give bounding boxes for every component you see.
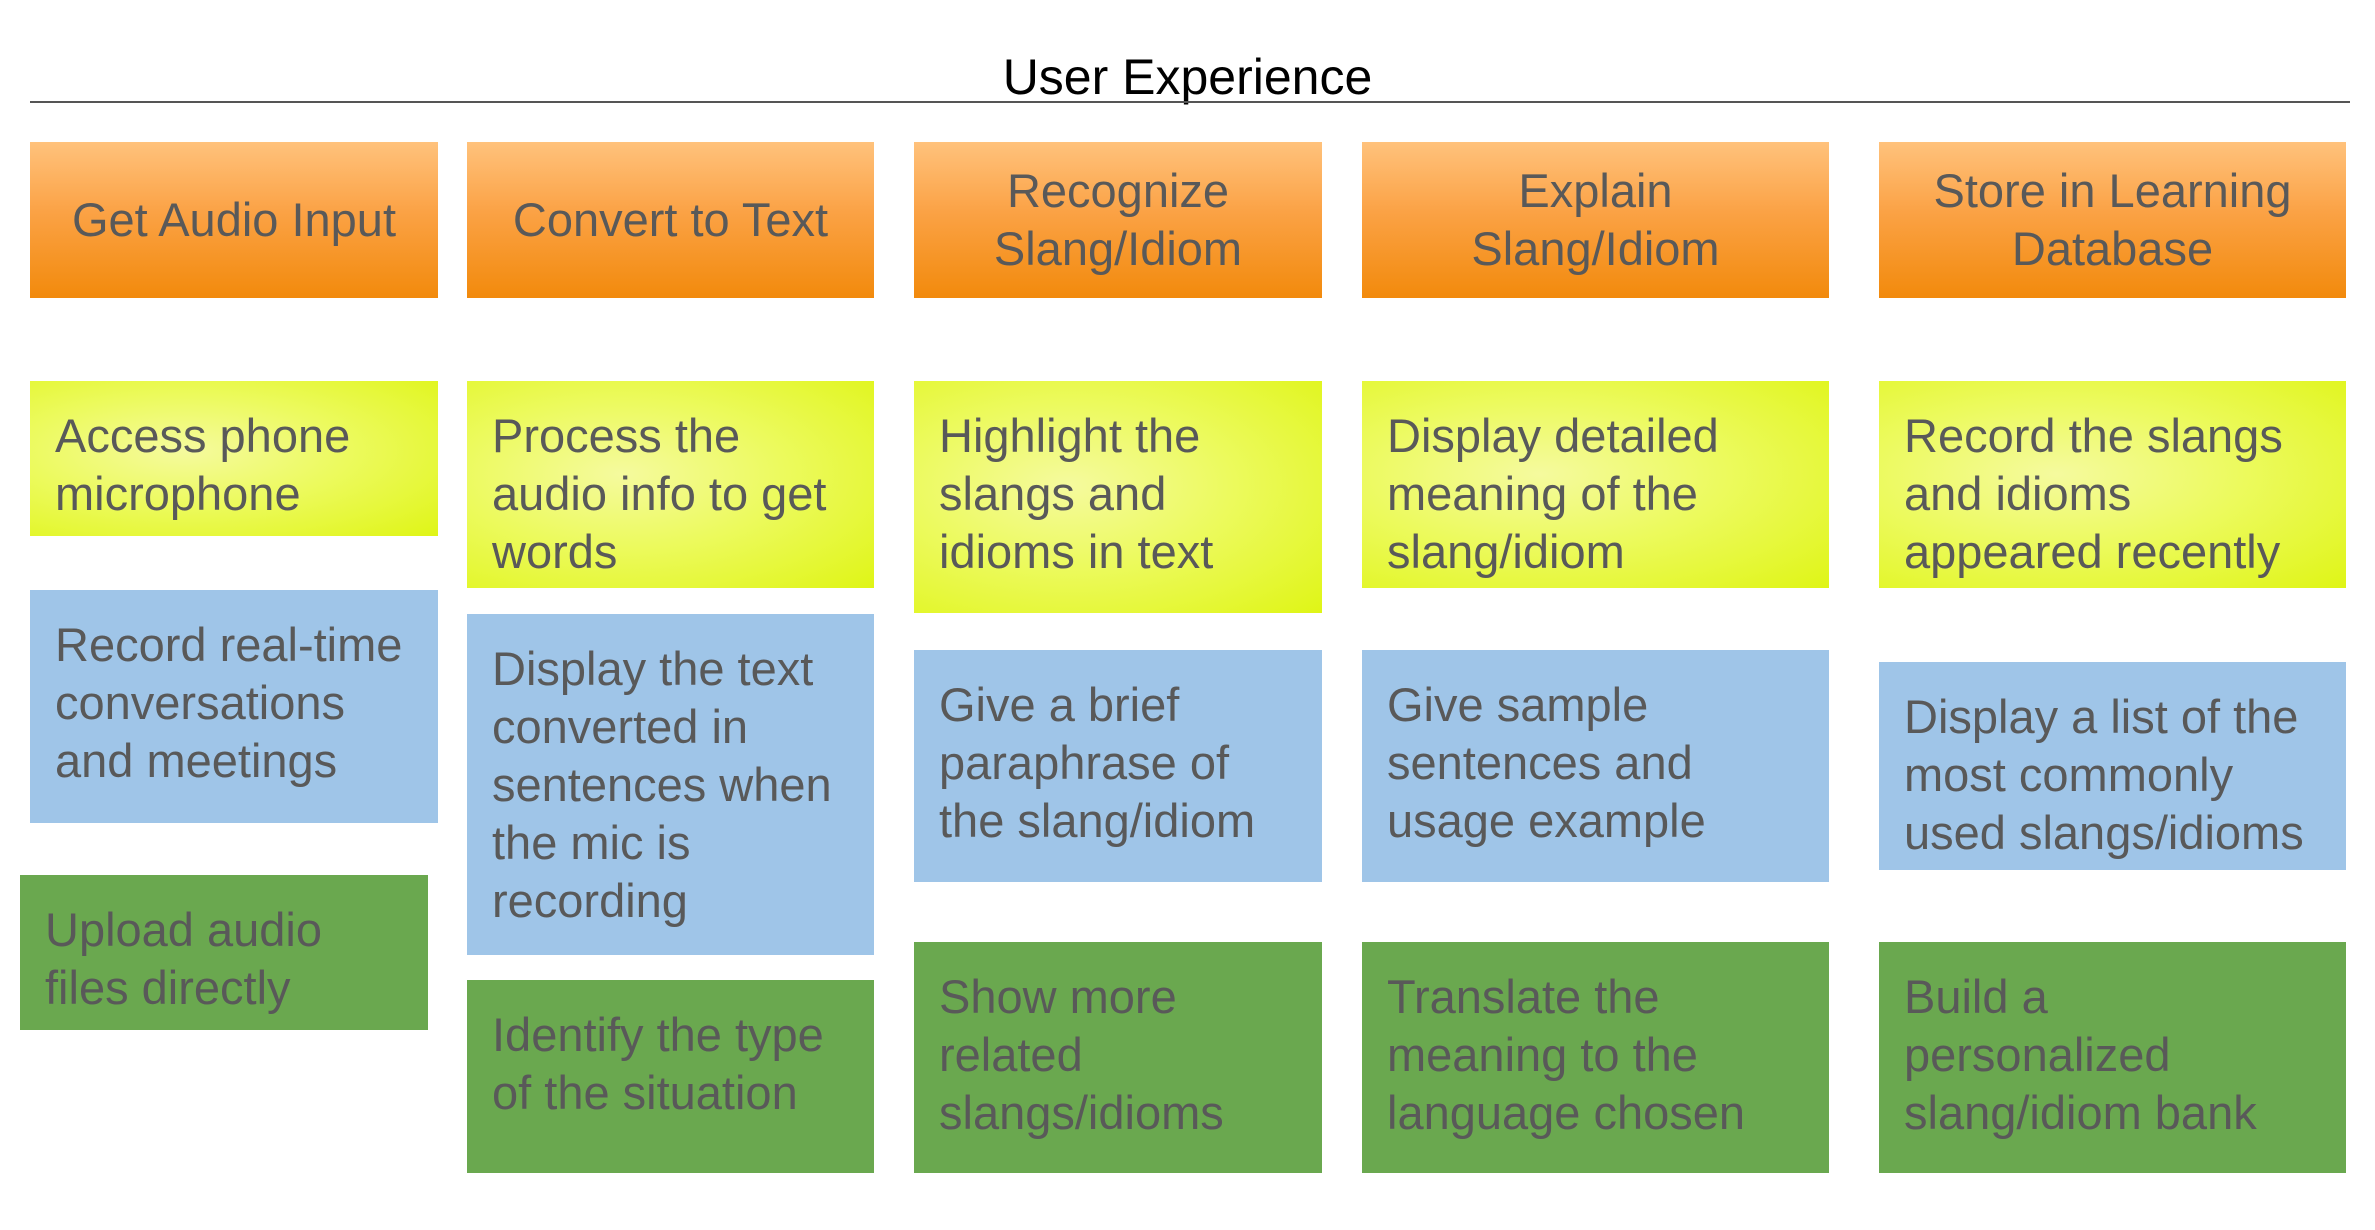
card-build-personalized-bank: Build a personalized slang/idiom bank xyxy=(1879,942,2346,1173)
card-text: Give sample sentences and usage example xyxy=(1387,678,1706,847)
card-give-sample-sentences: Give sample sentences and usage example xyxy=(1362,650,1829,882)
card-text: Show more related slangs/idioms xyxy=(939,970,1224,1139)
header-store-in-learning-database: Store in Learning Database xyxy=(1879,142,2346,298)
card-record-recent-slangs: Record the slangs and idioms appeared re… xyxy=(1879,381,2346,588)
card-show-related-slangs: Show more related slangs/idioms xyxy=(914,942,1322,1173)
card-record-real-time-conversations: Record real-time conversations and meeti… xyxy=(30,590,438,823)
header-label: Store in Learning Database xyxy=(1933,164,2292,275)
card-process-audio-info: Process the audio info to get words xyxy=(467,381,874,588)
card-text: Process the audio info to get words xyxy=(492,409,827,578)
card-identify-situation-type: Identify the type of the situation xyxy=(467,980,874,1173)
card-text: Give a brief paraphrase of the slang/idi… xyxy=(939,678,1256,847)
card-text: Translate the meaning to the language ch… xyxy=(1387,970,1746,1139)
card-display-common-slangs: Display a list of the most commonly used… xyxy=(1879,662,2346,870)
card-text: Display the text converted in sentences … xyxy=(492,642,832,927)
header-convert-to-text: Convert to Text xyxy=(467,142,874,298)
header-explain-slang-idiom: Explain Slang/Idiom xyxy=(1362,142,1829,298)
card-text: Build a personalized slang/idiom bank xyxy=(1904,970,2257,1139)
card-access-phone-microphone: Access phone microphone xyxy=(30,381,438,536)
header-label: Get Audio Input xyxy=(71,193,397,246)
header-label: Recognize Slang/Idiom xyxy=(993,164,1243,275)
card-highlight-slangs: Highlight the slangs and idioms in text xyxy=(914,381,1322,613)
diagram-title: User Experience xyxy=(1002,49,1373,105)
card-upload-audio-files: Upload audio files directly xyxy=(20,875,428,1030)
card-text: Upload audio files directly xyxy=(45,903,322,1014)
header-label: Convert to Text xyxy=(512,193,829,246)
card-text: Record the slangs and idioms appeared re… xyxy=(1904,409,2283,578)
card-text: Identify the type of the situation xyxy=(492,1008,824,1119)
card-text: Display detailed meaning of the slang/id… xyxy=(1387,409,1719,578)
header-recognize-slang-idiom: Recognize Slang/Idiom xyxy=(914,142,1322,298)
card-text: Access phone microphone xyxy=(55,409,351,520)
card-translate-meaning: Translate the meaning to the language ch… xyxy=(1362,942,1829,1173)
title-divider xyxy=(30,101,2350,103)
header-get-audio-input: Get Audio Input xyxy=(30,142,438,298)
card-text: Record real-time conversations and meeti… xyxy=(55,618,403,787)
card-text: Highlight the slangs and idioms in text xyxy=(939,409,1214,578)
card-text: Display a list of the most commonly used… xyxy=(1904,690,2304,859)
card-display-detailed-meaning: Display detailed meaning of the slang/id… xyxy=(1362,381,1829,588)
card-give-brief-paraphrase: Give a brief paraphrase of the slang/idi… xyxy=(914,650,1322,882)
card-display-converted-text: Display the text converted in sentences … xyxy=(467,614,874,955)
header-label: Explain Slang/Idiom xyxy=(1471,164,1720,275)
